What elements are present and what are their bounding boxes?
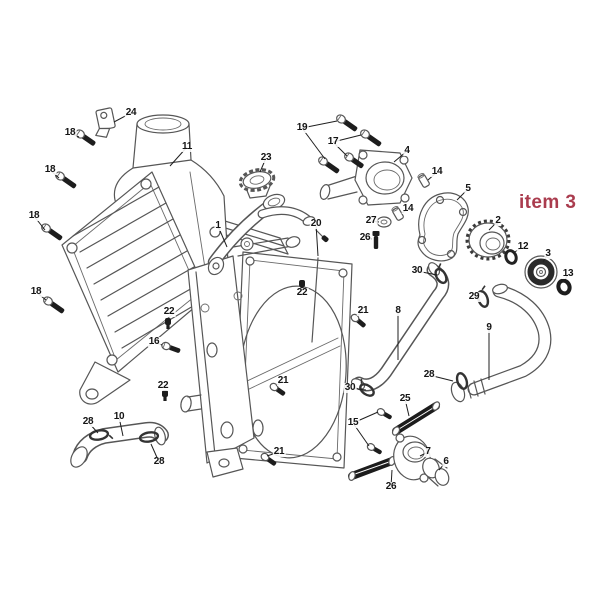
bolt-19b-drawing [318, 156, 340, 174]
callout-16: 16 [147, 336, 161, 347]
callout-25: 25 [398, 393, 412, 404]
bracket-drawing [95, 107, 116, 138]
callout-2: 2 [494, 215, 502, 226]
callout-15: 15 [346, 417, 360, 428]
clamp-30-lower-drawing [359, 378, 375, 397]
bolt-18d-drawing [43, 296, 65, 314]
thermostat-housing-drawing [393, 433, 431, 483]
callout-17: 17 [326, 136, 340, 147]
callout-14: 14 [401, 203, 415, 214]
bolt-17a-drawing [360, 129, 382, 147]
hose-10-drawing [70, 421, 169, 468]
callout-26: 26 [358, 232, 372, 243]
callout-12: 12 [516, 241, 530, 252]
callout-18: 18 [43, 164, 57, 175]
screw-22c-drawing [162, 390, 168, 401]
clamp-30-upper-drawing [434, 263, 448, 285]
o-ring-13-drawing [556, 278, 572, 296]
bolt-26-drawing [372, 231, 380, 249]
callout-30: 30 [343, 382, 357, 393]
fan-shroud-drawing [233, 251, 353, 469]
callout-22: 22 [295, 287, 309, 298]
callout-21: 21 [276, 375, 290, 386]
callout-29: 29 [467, 291, 481, 302]
callout-26: 26 [384, 481, 398, 492]
bolt-15b-drawing [366, 443, 382, 455]
callout-10: 10 [112, 411, 126, 422]
o-ring-12-drawing [504, 249, 518, 265]
callout-21: 21 [272, 446, 286, 457]
mechanical-seal-drawing [524, 255, 558, 289]
item-annotation: item 3 [519, 192, 577, 213]
callout-18: 18 [29, 286, 43, 297]
callout-27: 27 [364, 215, 378, 226]
clamp-28-hose9-drawing [455, 372, 469, 390]
bolt-16-drawing [161, 341, 181, 353]
callout-6: 6 [442, 456, 450, 467]
water-pump-cover-drawing [319, 149, 413, 206]
callout-22: 22 [156, 380, 170, 391]
bolt-21b-drawing [269, 382, 286, 396]
callout-9: 9 [485, 322, 493, 333]
callout-13: 13 [561, 268, 575, 279]
callout-28: 28 [152, 456, 166, 467]
drain-plug-drawing [422, 457, 450, 487]
callout-5: 5 [464, 183, 472, 194]
callout-30: 30 [410, 265, 424, 276]
callout-28: 28 [422, 369, 436, 380]
callout-18: 18 [27, 210, 41, 221]
callout-24: 24 [124, 107, 138, 118]
impeller-drawing [465, 219, 511, 261]
bypass-hose-upper-drawing [391, 401, 441, 436]
callout-19: 19 [295, 122, 309, 133]
dowel-pin-lower-drawing [391, 206, 404, 221]
screw-22b-drawing [165, 318, 171, 329]
radiator-cap-drawing [238, 168, 276, 199]
bolt-21c-drawing [260, 452, 277, 466]
bolt-15a-drawing [376, 408, 392, 420]
dowel-pin-upper-drawing [417, 173, 430, 188]
callout-18: 18 [63, 127, 77, 138]
callout-23: 23 [259, 152, 273, 163]
callout-1: 1 [214, 220, 222, 231]
callout-3: 3 [544, 248, 552, 259]
filler-neck-drawing [207, 193, 329, 276]
callout-14: 14 [430, 166, 444, 177]
radiator-grille-drawing [61, 171, 209, 405]
callout-21: 21 [356, 305, 370, 316]
bolt-18c-drawing [41, 223, 63, 241]
callout-28: 28 [81, 416, 95, 427]
bolt-19a-drawing [336, 114, 358, 132]
callout-11: 11 [181, 141, 193, 152]
callout-4: 4 [403, 145, 411, 156]
gasket-drawing [417, 192, 469, 262]
hose-9-drawing [450, 283, 552, 403]
callout-20: 20 [309, 218, 323, 229]
callout-22: 22 [162, 306, 176, 317]
callout-7: 7 [424, 446, 432, 457]
callout-8: 8 [394, 305, 402, 316]
